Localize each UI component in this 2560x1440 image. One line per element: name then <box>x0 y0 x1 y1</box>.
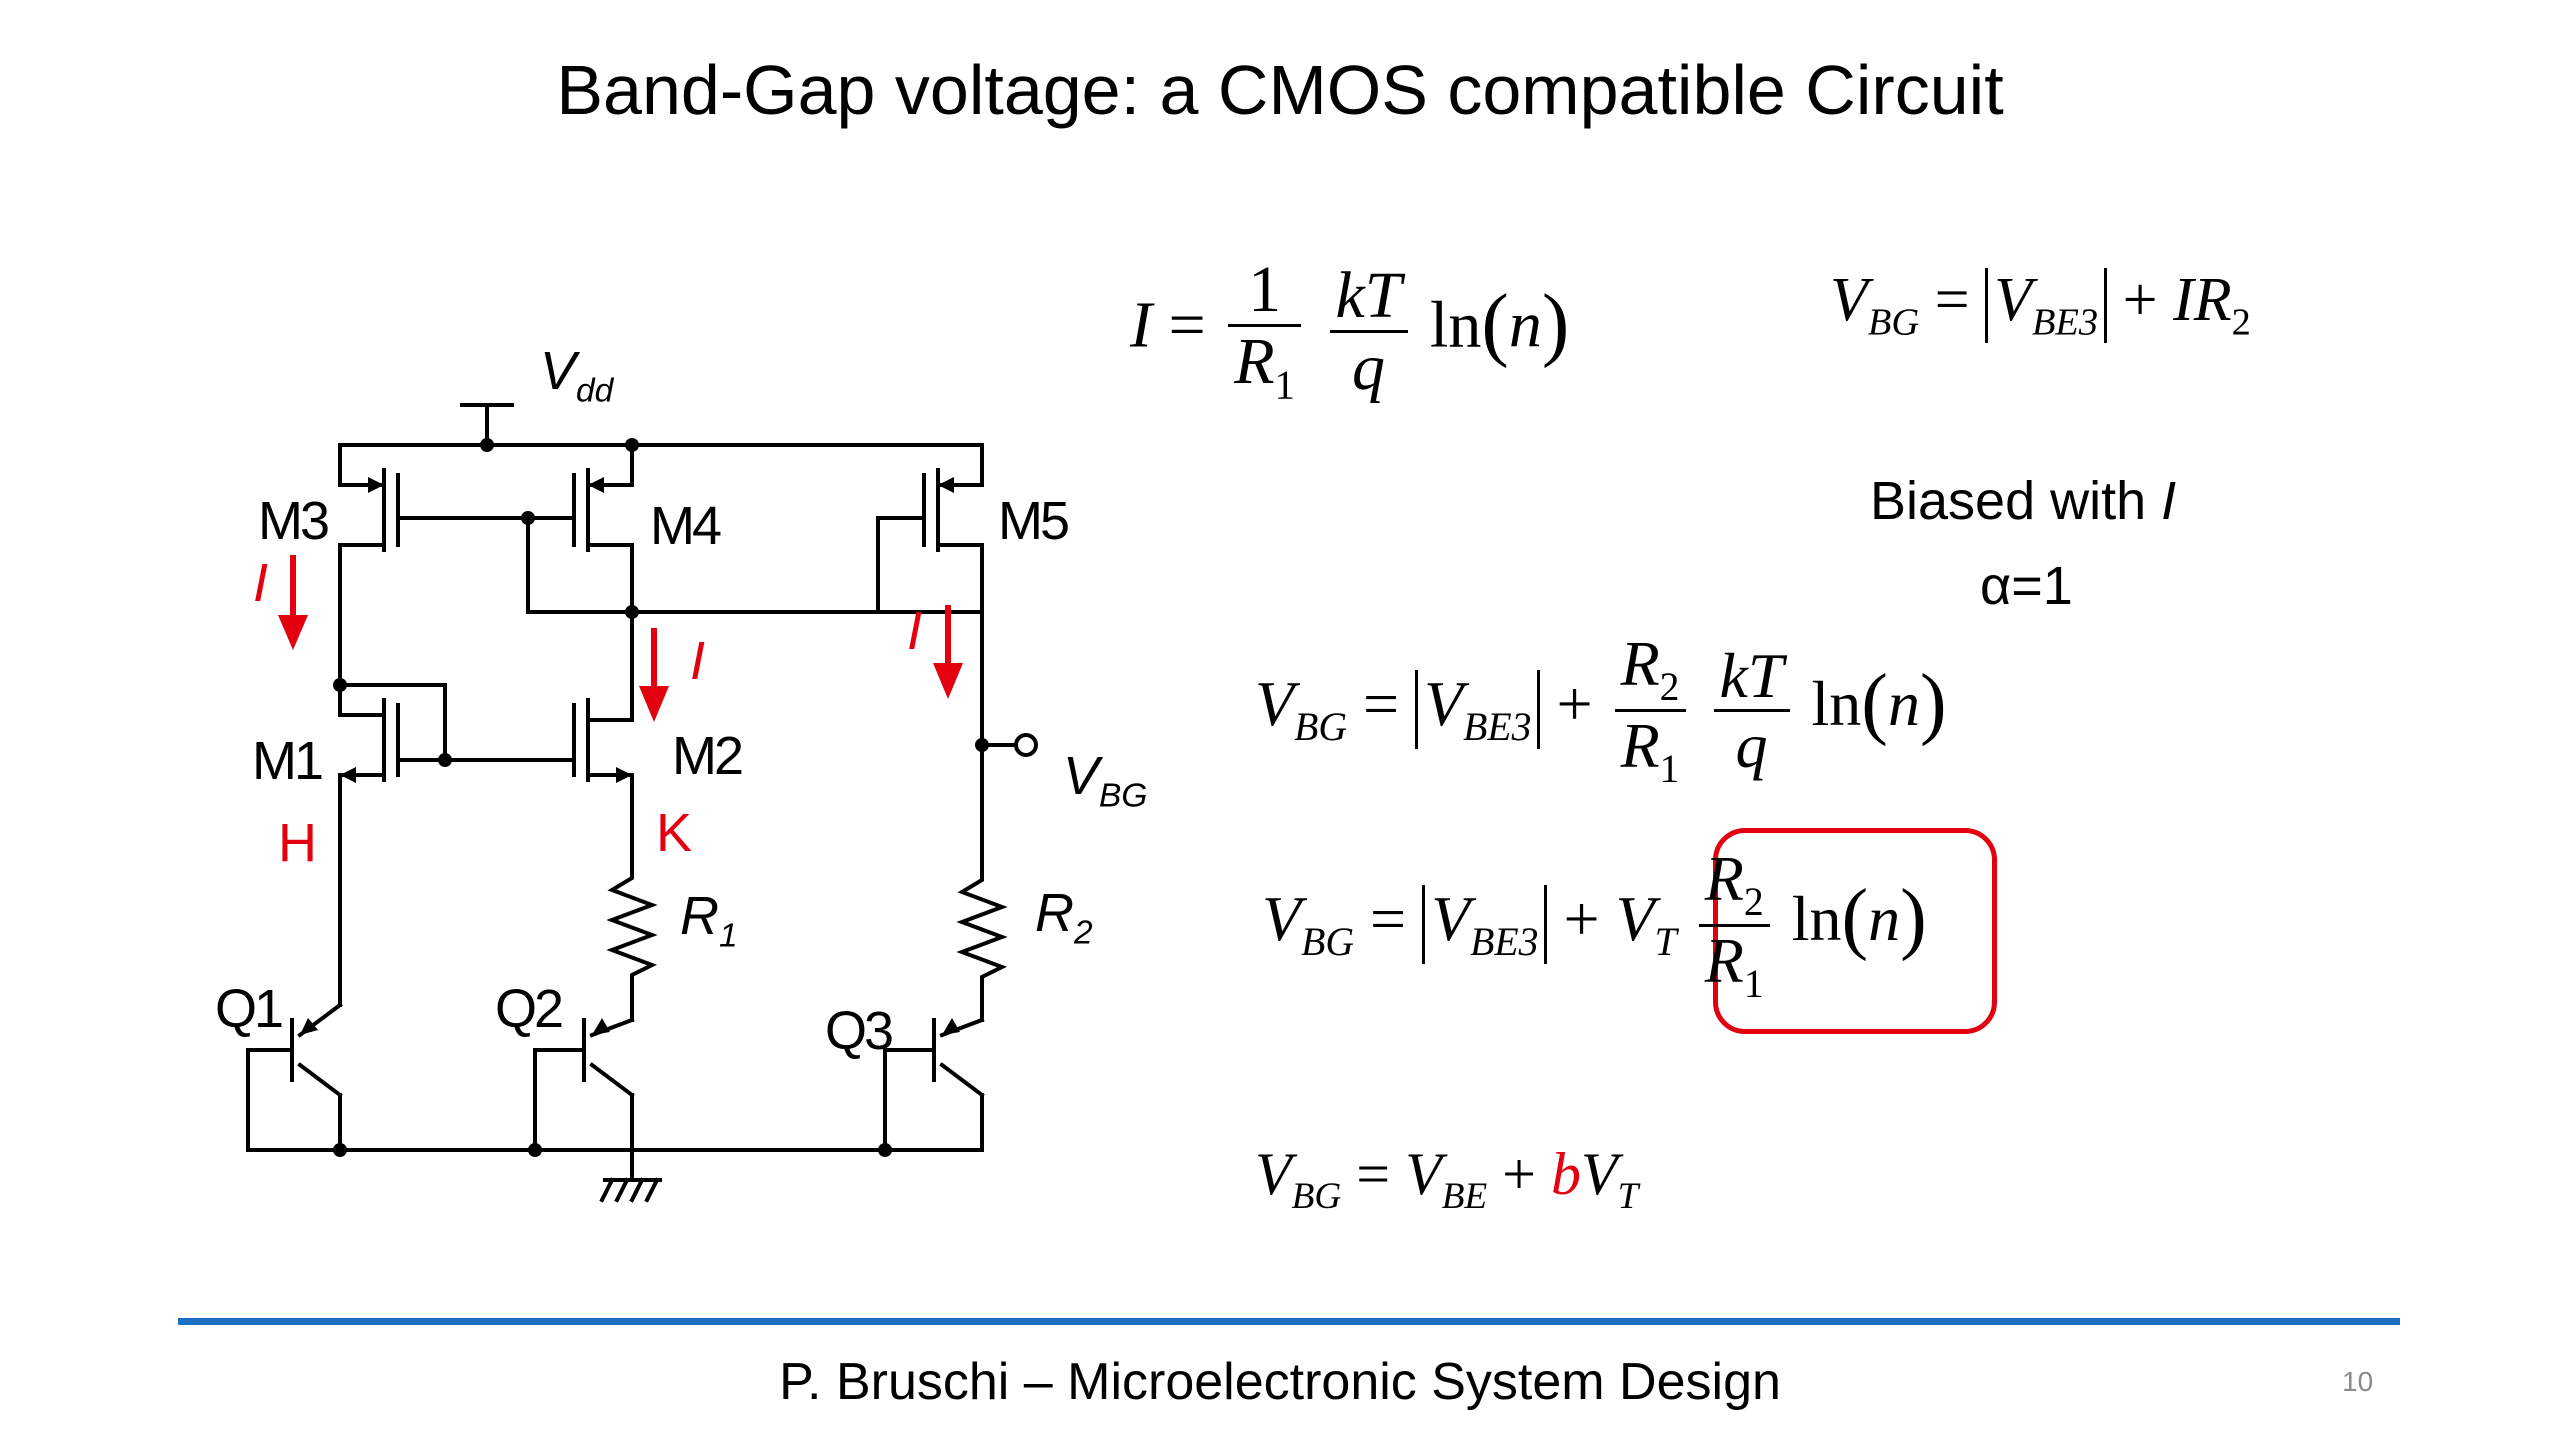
current-label-m5: I <box>907 601 923 661</box>
footer-rule <box>178 1318 2400 1325</box>
m5-label: M5 <box>998 491 1070 551</box>
vbg-output-label: VBG <box>1063 746 1148 815</box>
node-k-label: K <box>656 803 693 863</box>
r2-label: R2 <box>1035 883 1093 952</box>
equation-vbg-ir2: VBG = VBE3 + IR2 <box>1830 266 2251 344</box>
current-label-m3: I <box>253 553 269 613</box>
m2-label: M2 <box>672 726 744 786</box>
node-h-label: H <box>278 813 317 873</box>
q1-label: Q1 <box>215 979 284 1039</box>
highlight-box <box>1713 828 1997 1034</box>
r1-label: R1 <box>680 886 738 955</box>
q3-label: Q3 <box>825 1001 894 1061</box>
slide-title: Band-Gap voltage: a CMOS compatible Circ… <box>556 51 2004 129</box>
slide-footer: P. Bruschi – Microelectronic System Desi… <box>779 1353 1781 1411</box>
vdd-label: Vdd <box>540 341 614 410</box>
m1-label: M1 <box>252 731 324 791</box>
alpha-annotation: α=1 <box>1980 556 2073 616</box>
current-label-m2: I <box>690 631 706 691</box>
biased-annotation: Biased with I <box>1870 471 2177 531</box>
equation-vbg-simple: VBG = VBE + bVT <box>1255 1141 1639 1218</box>
page-number: 10 <box>2342 1366 2374 1397</box>
bandgap-circuit-schematic <box>246 403 1038 1203</box>
m4-label: M4 <box>650 496 722 556</box>
m3-label: M3 <box>258 491 330 551</box>
q2-label: Q2 <box>495 979 564 1039</box>
